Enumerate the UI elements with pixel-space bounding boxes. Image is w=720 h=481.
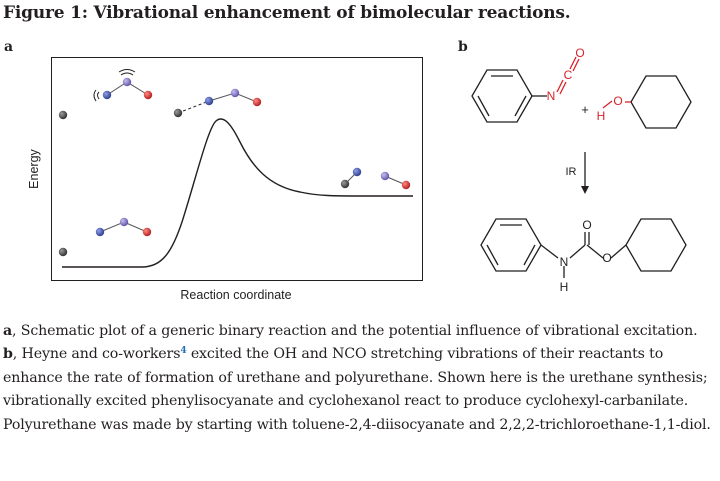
caption-a-label: a <box>3 323 13 339</box>
ground-state-reactants <box>58 217 152 257</box>
caption-b-label: b <box>3 346 13 363</box>
isocyanate-c: C <box>564 68 573 82</box>
transition-state-complex <box>173 88 262 118</box>
product-molecules <box>340 167 411 190</box>
caption-a-text: , Schematic plot of a generic binary rea… <box>12 323 698 339</box>
hydroxyl-o: O <box>613 94 622 108</box>
figure-title: Figure 1: Vibrational enhancement of bim… <box>3 3 571 23</box>
caption-b-text-2: excited the OH and NCO stretching vibrat… <box>3 346 711 433</box>
product-benzene-ring-icon <box>480 218 542 272</box>
amide-h: H <box>560 280 569 294</box>
panel-b-label: b <box>458 39 468 55</box>
ir-arrowhead-icon <box>581 186 589 194</box>
plus-sign: + <box>581 102 589 117</box>
lone-atom <box>58 110 68 120</box>
benzene-ring-icon <box>471 69 533 123</box>
panel-a-label: a <box>4 39 14 55</box>
isocyanate-o: O <box>575 46 584 60</box>
hydroxyl-h: H <box>597 109 606 123</box>
caption-b-text-1: , Heyne and co-workers <box>12 346 181 363</box>
excited-molecule <box>93 69 153 102</box>
product-cyclohexane-ring-icon <box>625 218 687 272</box>
figure-caption: a, Schematic plot of a generic binary re… <box>3 320 717 437</box>
x-axis-label: Reaction coordinate <box>180 288 291 302</box>
carbonyl-o: O <box>582 218 591 232</box>
cyclohexane-ring-icon <box>630 75 692 129</box>
isocyanate-group <box>556 56 613 109</box>
vibration-wave-icon <box>93 69 136 102</box>
amide-n: N <box>560 255 569 269</box>
energy-plot-frame <box>51 57 423 281</box>
isocyanate-n: N <box>547 89 556 103</box>
ir-label: IR <box>566 166 577 178</box>
energy-profile-curve <box>62 118 413 268</box>
y-axis-label: Energy <box>27 148 41 188</box>
reference-link[interactable]: 4 <box>180 346 187 357</box>
ester-o: O <box>602 251 611 265</box>
